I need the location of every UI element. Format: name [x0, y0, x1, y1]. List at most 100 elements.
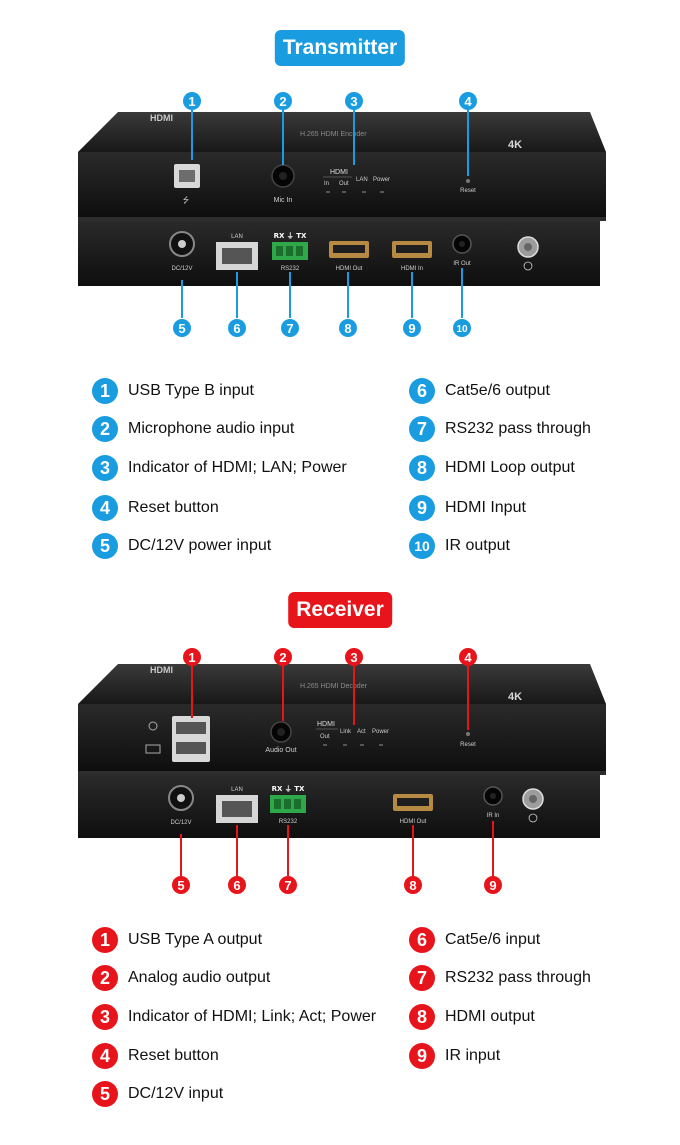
callout: [453, 319, 471, 337]
list-item: 1 USB Type A output: [92, 925, 262, 955]
receiver-front-panel: HDMI H.265 HDMI Decoder 4K Audio Out HDM…: [78, 664, 606, 771]
callout-number: 4: [464, 94, 472, 109]
legend-text: USB Type B input: [128, 382, 254, 399]
reset-hole: [466, 179, 470, 183]
list-item: 2 Analog audio output: [92, 963, 270, 993]
front-top-surface: [78, 112, 606, 152]
keyboard-icon: [145, 744, 161, 754]
list-item: 4 Reset button: [92, 1041, 219, 1071]
legend-text: HDMI output: [445, 1008, 535, 1025]
legend-text: DC/12V input: [128, 1085, 224, 1102]
callout: [459, 648, 477, 666]
receiver-callouts: 1 2 3 4 5 6 7 8 9: [172, 648, 502, 894]
callout: [183, 92, 201, 110]
legend-text: DC/12V power input: [128, 537, 272, 554]
out-label: Out: [320, 734, 330, 740]
callout-number: 6: [233, 878, 240, 893]
callout: [339, 319, 357, 337]
fourk-badge: 4K: [508, 139, 522, 151]
callout-number: 5: [177, 878, 184, 893]
list-item: 6 Cat5e/6 input: [409, 925, 540, 955]
legend-number: 5: [92, 1081, 118, 1107]
callout: [228, 876, 246, 894]
legend-number: 4: [92, 495, 118, 521]
led: [362, 191, 366, 193]
reset-hole: [466, 732, 470, 736]
legend-number: 1: [92, 927, 118, 953]
list-item: 2 Microphone audio input: [92, 414, 294, 444]
callout-number: 3: [350, 650, 357, 665]
transmitter-title: Transmitter: [274, 30, 406, 66]
led: [360, 744, 364, 746]
legend-number: 9: [409, 495, 435, 521]
list-item: 10 IR output: [409, 531, 510, 561]
lan-label: LAN: [356, 177, 368, 183]
callout-number: 3: [350, 94, 357, 109]
legend-number: 8: [409, 455, 435, 481]
legend-number: 3: [92, 455, 118, 481]
legend-text: HDMI Input: [445, 499, 526, 516]
reset-label: Reset: [460, 742, 476, 748]
list-item: 8 HDMI Loop output: [409, 453, 575, 483]
mouse-icon: [148, 721, 158, 731]
legend-text: IR input: [445, 1047, 501, 1064]
legend-text: HDMI Loop output: [445, 459, 575, 476]
callout-number: 1: [188, 650, 195, 665]
transmitter-diagram: HDMI H.265 HDMI Encoder 4K ⭍ Mic In HDMI…: [0, 0, 680, 345]
power-label: Power: [372, 729, 389, 735]
lan-port-label: LAN: [231, 234, 243, 240]
callout: [459, 92, 477, 110]
hdmi-out-label: HDMI Out: [400, 819, 427, 825]
legend-text: Indicator of HDMI; Link; Act; Power: [128, 1008, 377, 1025]
callout: [345, 92, 363, 110]
list-item: 5 DC/12V power input: [92, 531, 271, 561]
list-item: 9 IR input: [409, 1041, 500, 1071]
legend-text: IR output: [445, 537, 510, 554]
legend-number: 8: [409, 1004, 435, 1030]
ground-icon: [523, 261, 533, 271]
list-item: 7 RS232 pass through: [409, 963, 591, 993]
front-face: [78, 152, 606, 217]
led: [343, 744, 347, 746]
led: [326, 191, 330, 193]
link-label: Link: [340, 729, 352, 735]
callout-number: 7: [286, 321, 293, 336]
callout: [183, 648, 201, 666]
callout: [274, 92, 292, 110]
legend-text: USB Type A output: [128, 931, 263, 948]
callout-number: 4: [464, 650, 472, 665]
led: [342, 191, 346, 193]
callout-number: 10: [456, 324, 468, 335]
legend-text: RS232 pass through: [445, 969, 591, 986]
rs232-label: RS232: [279, 819, 298, 825]
callout-number: 8: [344, 321, 351, 336]
in-label: In: [324, 181, 329, 187]
power-label: Power: [373, 177, 390, 183]
ir-in-label: IR In: [487, 813, 500, 819]
callout: [274, 648, 292, 666]
callout: [172, 876, 190, 894]
receiver-title: Receiver: [288, 592, 392, 628]
transmitter-callouts: 1 2 3 4 5 6 7 8 9 10: [173, 92, 477, 337]
dc-label: DC/12V: [171, 266, 192, 272]
legend-text: Cat5e/6 input: [445, 931, 541, 948]
rs232-pin-label: RX ⏚ TX: [272, 785, 305, 793]
callout: [279, 876, 297, 894]
callout-number: 6: [233, 321, 240, 336]
brand-logo: HDMI: [150, 113, 173, 123]
legend-number: 4: [92, 1043, 118, 1069]
legend-number: 1: [92, 378, 118, 404]
led: [380, 191, 384, 193]
callout: [228, 319, 246, 337]
front-face: [78, 704, 606, 771]
legend-text: Reset button: [128, 1047, 219, 1064]
legend-number: 9: [409, 1043, 435, 1069]
callout-number: 5: [178, 321, 185, 336]
hdmi-out-label: HDMI Out: [336, 266, 363, 272]
led: [379, 744, 383, 746]
transmitter-back-panel: DC/12V LAN RX ⏚ TX RS232 HDMI Out HDMI I…: [78, 217, 606, 286]
legend-number: 6: [409, 378, 435, 404]
audio-label: Audio Out: [265, 747, 296, 754]
callout-number: 2: [279, 94, 286, 109]
legend-number: 7: [409, 416, 435, 442]
